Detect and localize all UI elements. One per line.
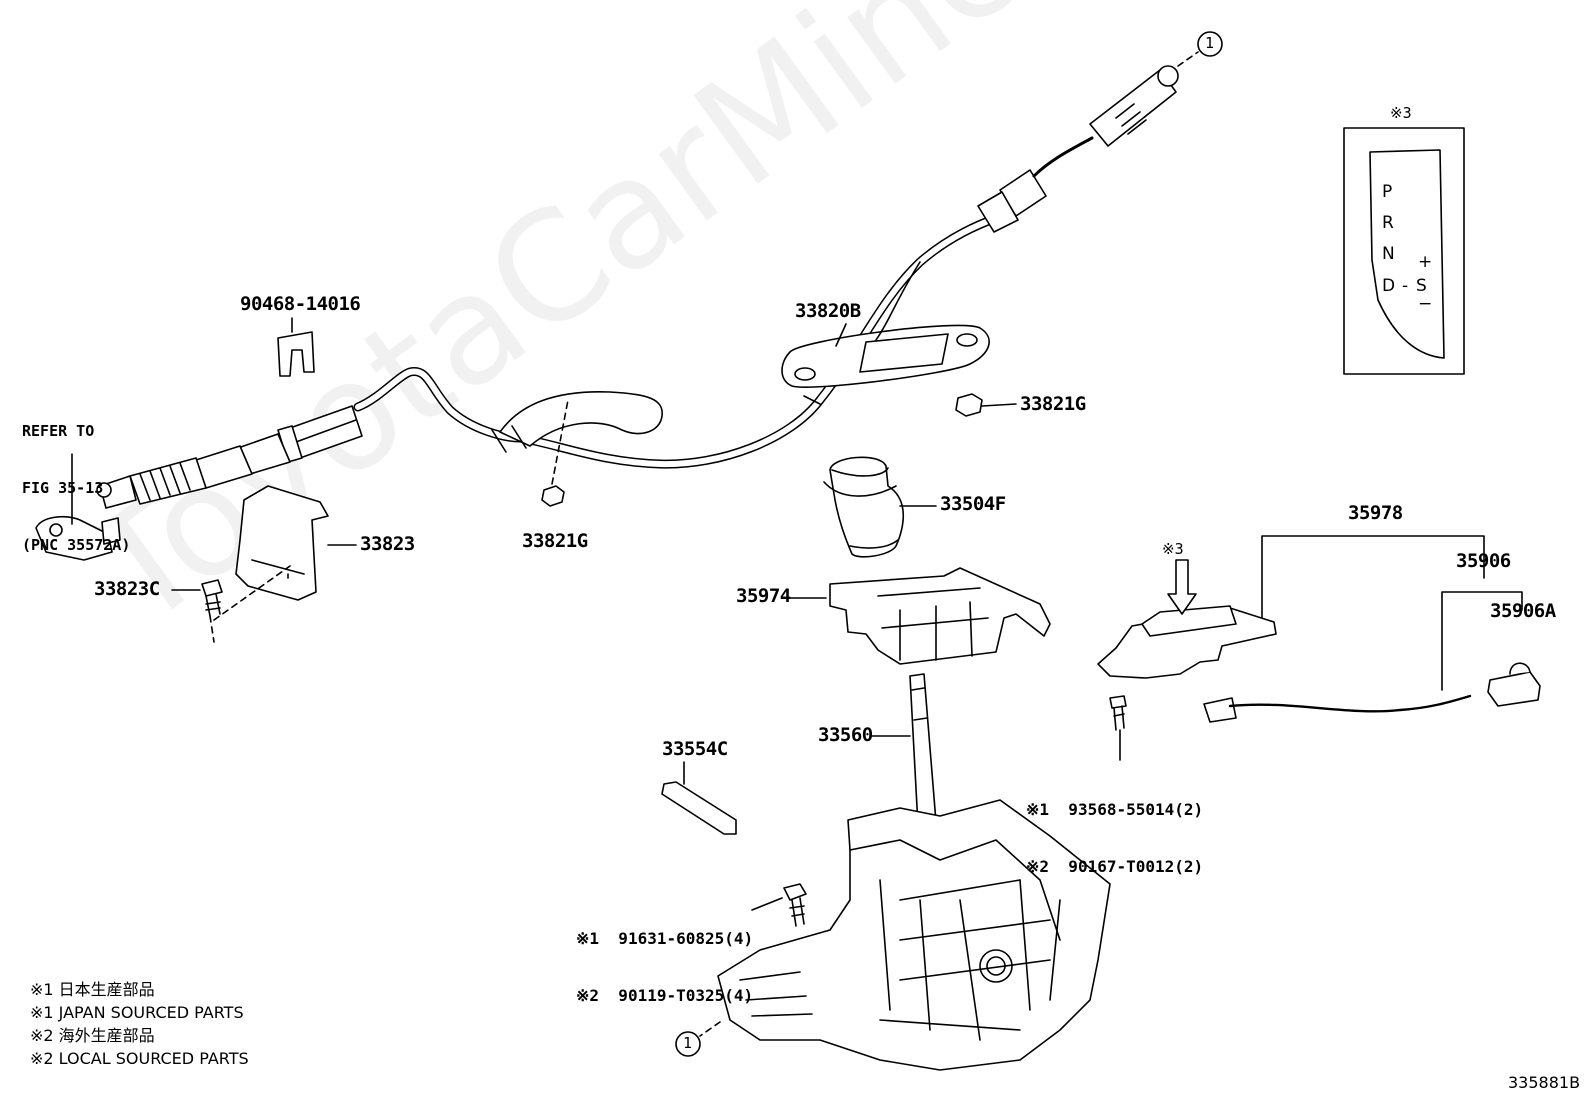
- label-35978: 35978: [1348, 502, 1403, 524]
- marker-one-bottom: [675, 1031, 701, 1057]
- refer-to-note: REFER TO FIG 35-13 (PNC 35572A): [22, 384, 130, 593]
- refer-line-1: REFER TO: [22, 422, 95, 440]
- label-33821G-top: 33821G: [1020, 393, 1086, 415]
- cable-upper-end: [977, 51, 1199, 233]
- housing-35974: [789, 567, 1051, 665]
- bolt-note-right: ※1 93568-55014(2) ※2 90167-T0012(2): [1026, 762, 1203, 914]
- bolt-note-right-1: ※1 93568-55014(2): [1026, 800, 1204, 819]
- marker-one-bottom-text: 1: [683, 1034, 693, 1052]
- nut-33821G-mid: [541, 399, 569, 507]
- label-35906A: 35906A: [1490, 600, 1556, 622]
- bolt-note-left: ※1 91631-60825(4) ※2 90119-T0325(4): [576, 891, 753, 1043]
- shift-knob: [823, 456, 937, 558]
- cable-plate: [781, 324, 990, 405]
- bolt-note-right-2: ※2 90167-T0012(2): [1026, 857, 1204, 876]
- label-33560: 33560: [818, 724, 873, 746]
- gate-letter-r: R: [1382, 213, 1394, 233]
- refer-bracket: [35, 453, 121, 561]
- marker-one-top-text: 1: [1205, 34, 1215, 52]
- bolt-33823C: [171, 565, 291, 643]
- label-90468-14016: 90468-14016: [240, 293, 361, 315]
- bolt-base: [751, 883, 807, 927]
- label-33821G-mid: 33821G: [522, 530, 588, 552]
- bolt-note-left-2: ※2 90119-T0325(4): [576, 986, 754, 1005]
- label-35974: 35974: [736, 585, 791, 607]
- label-33554C: 33554C: [662, 738, 728, 760]
- plate-33554C: [661, 761, 737, 835]
- gate-letter-p: P: [1382, 182, 1393, 202]
- label-33823: 33823: [360, 533, 415, 555]
- gate-letter-n: N: [1382, 244, 1395, 264]
- gate-marker: ※3: [1390, 104, 1412, 122]
- legend-line-1: ※1 日本生産部品: [30, 980, 155, 999]
- refer-line-3: (PNC 35572A): [22, 536, 131, 554]
- gate-letter-s: S: [1416, 276, 1427, 296]
- refer-line-2: FIG 35-13: [22, 479, 104, 497]
- bolt-note-left-1: ※1 91631-60825(4): [576, 929, 754, 948]
- label-33820B: 33820B: [795, 300, 861, 322]
- legend-line-4: ※2 LOCAL SOURCED PARTS: [30, 1049, 249, 1068]
- clip-90468: [277, 317, 315, 377]
- label-35906: 35906: [1456, 550, 1511, 572]
- switch-assembly: [1097, 535, 1541, 761]
- gate-letter-d: D: [1382, 276, 1396, 296]
- gate-letter-dash: -: [1402, 276, 1409, 296]
- marker-one-top: [1197, 31, 1223, 57]
- diagram-code: 335881B: [1508, 1073, 1581, 1092]
- shift-base: [699, 799, 1111, 1071]
- label-33823C: 33823C: [94, 578, 160, 600]
- gate-panel: [1343, 127, 1465, 375]
- gate-letter-plus: +: [1418, 252, 1433, 272]
- lever-33560: [871, 673, 937, 829]
- shift-cable: [96, 213, 1001, 509]
- legend: ※1 日本生産部品 ※1 JAPAN SOURCED PARTS ※2 海外生産…: [30, 978, 249, 1070]
- label-33504F: 33504F: [940, 493, 1006, 515]
- legend-line-2: ※1 JAPAN SOURCED PARTS: [30, 1003, 244, 1022]
- bracket-33823: [235, 485, 357, 601]
- nut-33821G-top: [955, 393, 1017, 417]
- label-marker3-switch: ※3: [1162, 540, 1184, 558]
- legend-line-3: ※2 海外生産部品: [30, 1026, 155, 1045]
- gate-letter-minus: −: [1418, 294, 1433, 314]
